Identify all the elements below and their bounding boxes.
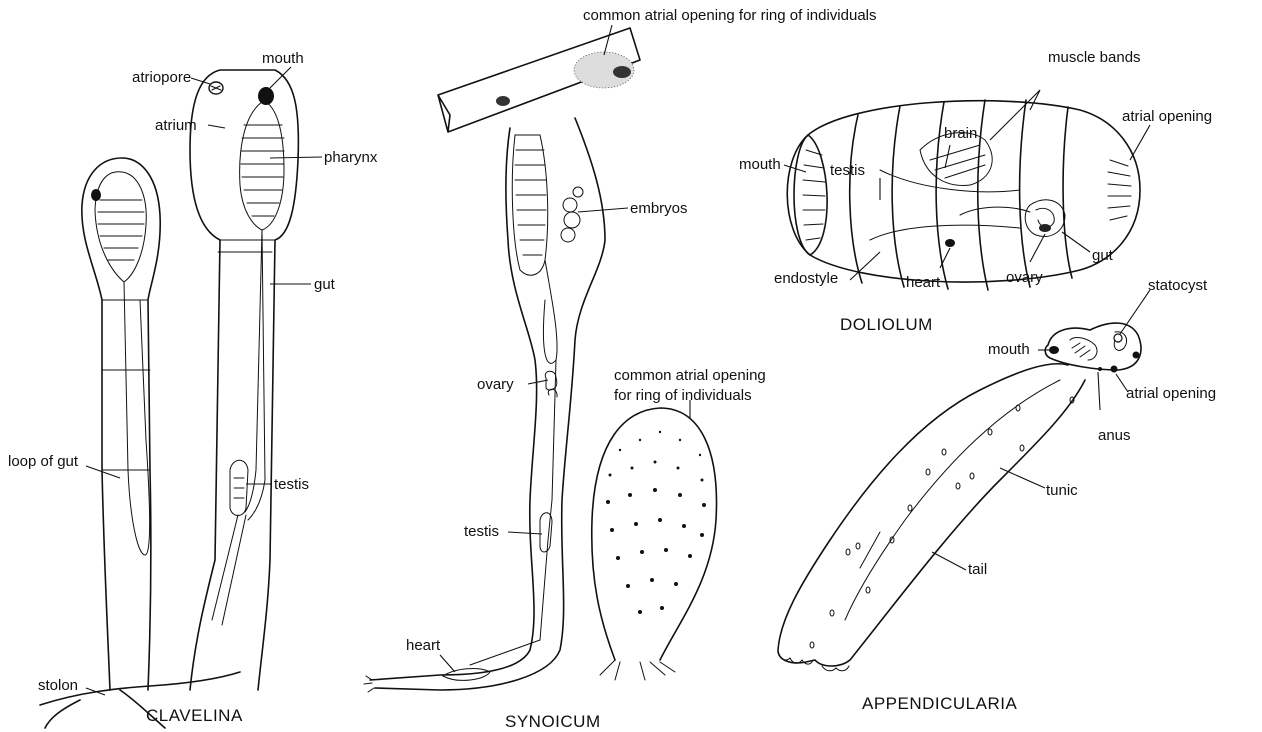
synoicum-ball-dots (606, 431, 706, 614)
appendicularia-tail (778, 364, 1085, 666)
label-heart-doliolum: heart (906, 274, 941, 291)
synoicum-zooid-body (370, 118, 605, 690)
label-anus: anus (1098, 427, 1131, 444)
doliolum-testis (880, 170, 1020, 192)
label-testis-doliolum: testis (830, 162, 865, 179)
label-testis-synoicum: testis (464, 523, 499, 540)
label-common-atrial-opening-line1: common atrial opening (614, 367, 766, 384)
clavelina-left-mouth (91, 189, 101, 201)
label-ovary-doliolum: ovary (1006, 269, 1043, 286)
doliolum-figure: testis brain muscle bands atrial opening… (739, 49, 1212, 334)
title-doliolum: DOLIOLUM (840, 315, 933, 334)
doliolum-atrial-siphon (1108, 160, 1131, 220)
synoicum-embryos (561, 187, 583, 242)
synoicum-pharynx (512, 135, 547, 275)
label-stolon: stolon (38, 677, 78, 694)
label-brain: brain (944, 125, 977, 142)
label-testis-clavelina: testis (274, 476, 309, 493)
synoicum-figure: common atrial opening for ring of indivi… (364, 7, 877, 731)
label-mouth-appendicularia: mouth (988, 341, 1030, 358)
doliolum-endostyle (870, 225, 1020, 240)
appendicularia-tunic-line (845, 380, 1060, 620)
synoicum-colony-ball (592, 408, 717, 660)
label-tunic: tunic (1046, 482, 1078, 499)
label-gut-clavelina: gut (314, 276, 336, 293)
title-synoicum: SYNOICUM (505, 712, 601, 731)
clavelina-right-zooid-body (190, 70, 298, 690)
label-mouth-clavelina: mouth (262, 50, 304, 67)
label-atrial-opening-doliolum: atrial opening (1122, 108, 1212, 125)
appendicularia-mouth (1049, 346, 1059, 354)
label-common-atrial-opening-top: common atrial opening for ring of indivi… (583, 7, 877, 24)
title-appendicularia: APPENDICULARIA (862, 694, 1017, 713)
clavelina-left-zooid-body (82, 158, 160, 690)
clavelina-left-pharynx (95, 172, 146, 282)
appendicularia-trunk (1045, 323, 1141, 370)
label-muscle-bands: muscle bands (1048, 49, 1141, 66)
clavelina-figure: atriopore mouth atrium pharynx gut loop … (8, 50, 378, 728)
appendicularia-figure: statocyst mouth atrial opening anus tuni… (778, 277, 1216, 713)
appendicularia-atrial-opening (1111, 366, 1118, 373)
doliolum-heart (945, 239, 955, 247)
doliolum-ovary (1039, 224, 1051, 232)
title-clavelina: CLAVELINA (146, 706, 243, 725)
label-embryos: embryos (630, 200, 688, 217)
label-pharynx: pharynx (324, 149, 378, 166)
clavelina-left-gut-loop (124, 282, 150, 555)
label-atrial-opening-appendicularia: atrial opening (1126, 385, 1216, 402)
label-atrium: atrium (155, 117, 197, 134)
clavelina-pharynx (240, 102, 284, 230)
label-common-atrial-opening-line2: for ring of individuals (614, 387, 752, 404)
label-heart-synoicum: heart (406, 637, 441, 654)
label-mouth-doliolum: mouth (739, 156, 781, 173)
appendicularia-anus (1098, 367, 1102, 371)
label-ovary-synoicum: ovary (477, 376, 514, 393)
label-gut-doliolum: gut (1092, 247, 1114, 264)
appendicularia-statocyst (1114, 334, 1122, 342)
label-atriopore: atriopore (132, 69, 191, 86)
label-tail: tail (968, 561, 987, 578)
synoicum-gut (470, 260, 557, 665)
label-loop-of-gut: loop of gut (8, 453, 79, 470)
label-endostyle: endostyle (774, 270, 838, 287)
label-statocyst: statocyst (1148, 277, 1208, 294)
